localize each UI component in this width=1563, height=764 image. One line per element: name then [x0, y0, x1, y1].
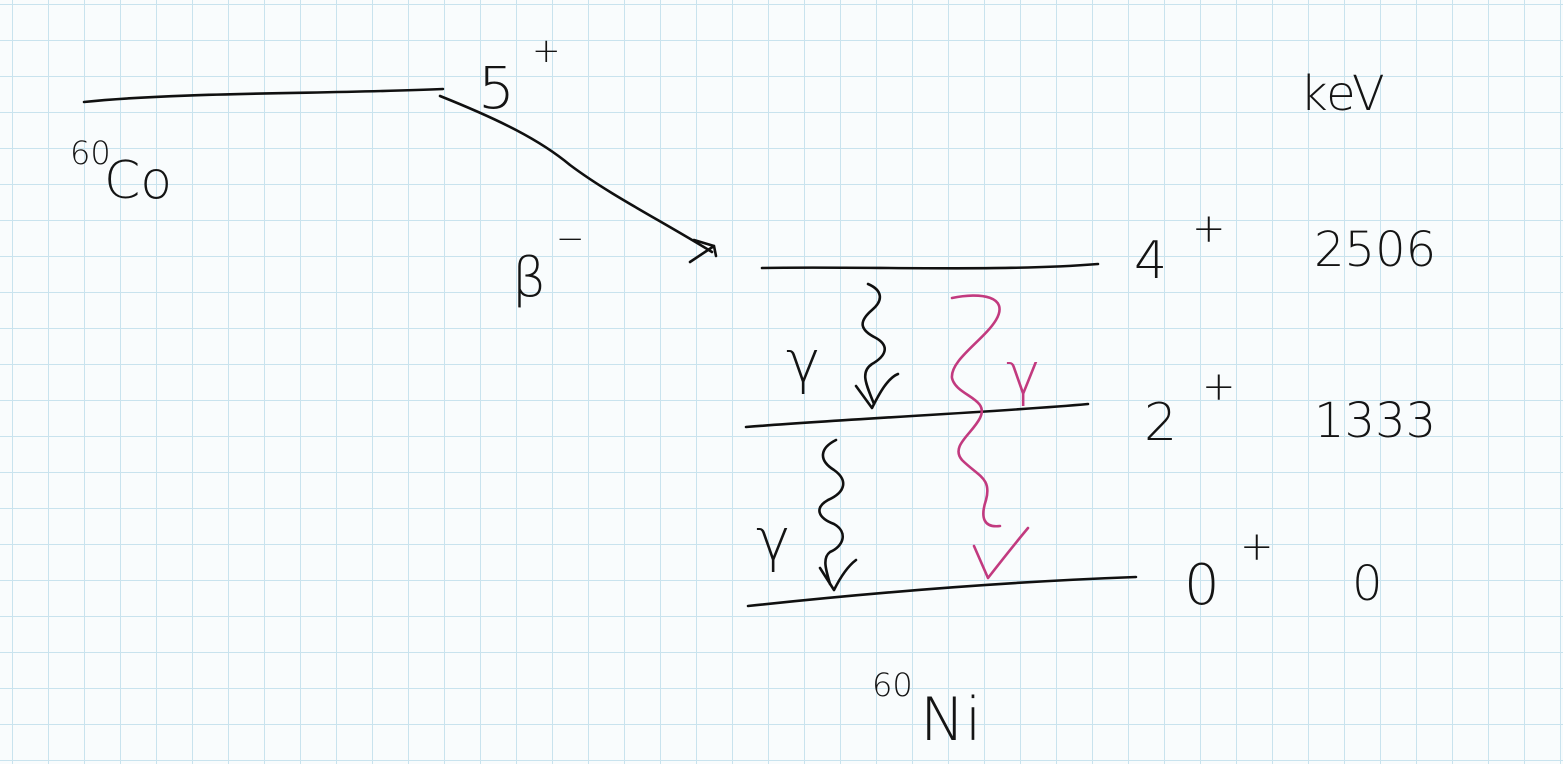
parent-parity-sign: +: [532, 31, 561, 71]
parent-spin-parity: 5: [478, 54, 515, 122]
gamma-label-4to0: γ: [1006, 340, 1040, 408]
gamma-arrowhead-4to2: [854, 372, 900, 410]
level-energy-0: 0: [1352, 556, 1383, 612]
gamma-wave-2to0: [818, 438, 845, 586]
level-energy-2506: 2506: [1314, 222, 1436, 278]
level-spin-2plus: 2: [1144, 393, 1177, 453]
parent-level-line: [82, 87, 445, 104]
gamma-wave-4to0: [950, 294, 1002, 528]
level-line-4plus: [760, 262, 1100, 270]
gamma-label-2to0: γ: [756, 506, 790, 574]
parent-nuclide-symbol: Co: [104, 151, 172, 211]
level-energy-1333: 1333: [1314, 393, 1436, 449]
level-sign-2plus: +: [1202, 364, 1236, 410]
level-spin-4plus: 4: [1134, 231, 1167, 291]
level-sign-4plus: +: [1192, 206, 1226, 252]
beta-decay-arrow: [438, 94, 714, 254]
gamma-arrowhead-2to0: [818, 558, 858, 592]
energy-unit-label: keV: [1300, 66, 1385, 122]
beta-label: β: [512, 246, 546, 309]
parent-mass-number: 60: [70, 134, 111, 172]
beta-arrow-head: [688, 238, 718, 264]
daughter-mass-number: 60: [872, 666, 913, 704]
gamma-wave-4to2: [861, 282, 886, 406]
level-line-2plus: [744, 402, 1090, 429]
daughter-nuclide-symbol: Ni: [920, 685, 982, 755]
beta-sign: −: [556, 219, 585, 259]
gamma-label-4to2: γ: [786, 328, 820, 396]
level-line-0plus: [746, 575, 1138, 608]
level-sign-0plus: +: [1240, 524, 1274, 570]
gamma-arrowhead-4to0: [972, 526, 1030, 580]
level-spin-0plus: 0: [1184, 553, 1220, 618]
